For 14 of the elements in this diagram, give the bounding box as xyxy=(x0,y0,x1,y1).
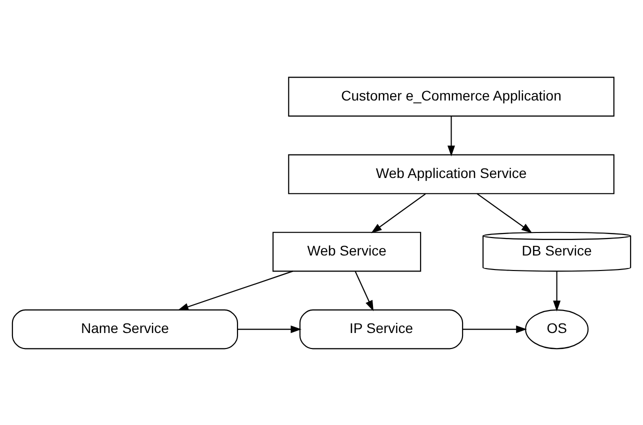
node-box: Name Service xyxy=(12,308,238,349)
arrow xyxy=(448,116,456,156)
arrow xyxy=(178,270,293,310)
node-box: Web Service xyxy=(272,231,422,272)
arrow xyxy=(238,325,302,333)
node-box: IP Service xyxy=(299,308,464,349)
arrow xyxy=(476,192,532,233)
node-box: Web Application Service xyxy=(288,154,614,194)
arrow xyxy=(553,270,561,311)
arrow xyxy=(371,193,426,233)
node-ellipse: OS xyxy=(525,308,589,349)
arrow xyxy=(354,270,374,311)
arrow xyxy=(462,325,527,333)
node-box: Customer e_Commerce Application xyxy=(288,76,614,116)
